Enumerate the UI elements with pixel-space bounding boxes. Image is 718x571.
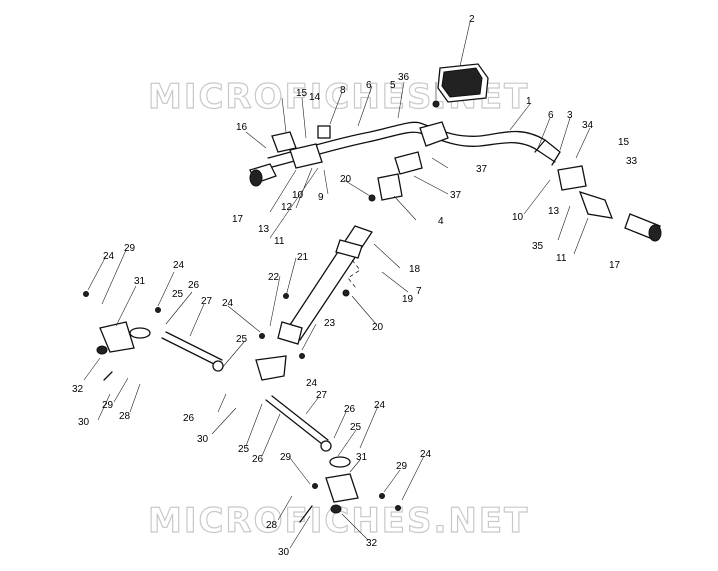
handlebar-pad (437, 63, 489, 103)
callout-31: 31 (356, 452, 368, 463)
callout-17: 17 (232, 214, 244, 225)
callout-15: 15 (618, 137, 630, 148)
callout-36: 36 (398, 72, 410, 83)
callout-6: 6 (548, 110, 554, 121)
callout-20: 20 (372, 322, 384, 333)
callout-3: 3 (567, 110, 573, 121)
callout-29: 29 (396, 461, 408, 472)
spindle-arm-left (96, 321, 135, 381)
callout-28: 28 (266, 520, 278, 531)
left-grip (249, 163, 277, 187)
callout-25: 25 (236, 334, 248, 345)
callout-27: 27 (201, 296, 213, 307)
callout-37: 37 (450, 190, 462, 201)
callout-22: 22 (268, 272, 280, 283)
callout-32: 32 (72, 384, 84, 395)
spindle-arm-right (299, 473, 359, 523)
callout-12: 12 (281, 202, 293, 213)
hardware-fasteners (83, 100, 440, 511)
callout-9: 9 (318, 192, 324, 203)
callout-25: 25 (350, 422, 362, 433)
callout-18: 18 (409, 264, 421, 275)
handlebar (267, 121, 561, 169)
handlebar-clamps (377, 121, 449, 201)
callout-31: 31 (134, 276, 146, 287)
callout-24: 24 (222, 298, 234, 309)
callout-32: 32 (366, 538, 378, 549)
callout-13: 13 (258, 224, 270, 235)
callout-16: 16 (236, 122, 248, 133)
callout-20: 20 (340, 174, 352, 185)
callout-19: 19 (402, 294, 414, 305)
callout-37: 37 (476, 164, 488, 175)
callout-30: 30 (278, 547, 290, 558)
tie-rod-upper (129, 327, 224, 372)
callout-26: 26 (183, 413, 195, 424)
callout-30: 30 (78, 417, 90, 428)
right-grip (624, 213, 662, 242)
callout-25: 25 (172, 289, 184, 300)
callout-4: 4 (438, 216, 444, 227)
callout-14: 14 (309, 92, 321, 103)
callout-11: 11 (556, 253, 567, 264)
callout-7: 7 (416, 286, 422, 297)
callout-24: 24 (103, 251, 115, 262)
callout-26: 26 (252, 454, 264, 465)
callout-33: 33 (626, 156, 638, 167)
callout-29: 29 (124, 243, 136, 254)
callout-8: 8 (340, 85, 346, 96)
callout-24: 24 (173, 260, 185, 271)
callout-29: 29 (102, 400, 114, 411)
callout-17: 17 (609, 260, 621, 271)
callout-35: 35 (532, 241, 544, 252)
callout-25: 25 (238, 444, 250, 455)
callout-2: 2 (469, 14, 475, 25)
callout-24: 24 (374, 400, 386, 411)
callout-24: 24 (420, 449, 432, 460)
callout-21: 21 (297, 252, 309, 263)
callout-26: 26 (344, 404, 356, 415)
steering-post (255, 225, 373, 381)
callout-27: 27 (316, 390, 328, 401)
callouts: 2 36 1 6 5 8 15 14 16 6 3 34 15 33 37 37… (72, 14, 638, 558)
callout-11: 11 (274, 236, 285, 247)
callout-26: 26 (188, 280, 200, 291)
callout-28: 28 (119, 411, 131, 422)
tie-rod-lower (265, 395, 351, 468)
callout-23: 23 (324, 318, 336, 329)
leader-lines (83, 21, 591, 549)
callout-29: 29 (280, 452, 292, 463)
callout-10: 10 (292, 190, 304, 201)
callout-30: 30 (197, 434, 209, 445)
callout-24: 24 (306, 378, 318, 389)
callout-15: 15 (296, 88, 308, 99)
callout-1: 1 (526, 96, 532, 107)
right-control-housing (557, 165, 614, 219)
callout-6: 6 (366, 80, 372, 91)
left-control-housing (271, 125, 331, 169)
callout-10: 10 (512, 212, 524, 223)
callout-34: 34 (582, 120, 594, 131)
callout-13: 13 (548, 206, 560, 217)
callout-5: 5 (390, 80, 396, 91)
